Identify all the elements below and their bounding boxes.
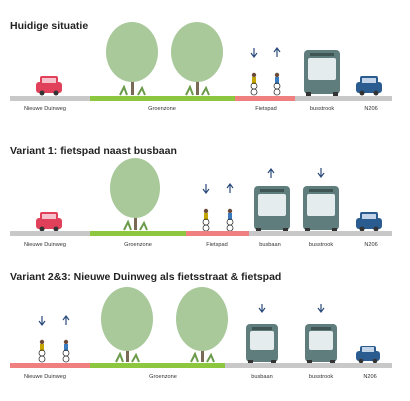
section-3-illustration	[10, 287, 392, 368]
cyclist-icon	[202, 208, 210, 232]
arrow-down-icon	[317, 304, 325, 313]
road-strip	[10, 231, 90, 236]
arrow-up-icon	[62, 315, 70, 325]
road-strip	[350, 231, 392, 236]
cyclist-icon	[62, 339, 70, 363]
section-2-title: Variant 1: fietspad naast busbaan	[10, 145, 177, 157]
bus-icon	[304, 50, 340, 96]
label-groenzone: Groenzone	[148, 106, 176, 112]
label-n206: N206	[364, 106, 378, 112]
label-groenzone: Groenzone	[124, 242, 152, 248]
section-1-cross-section: Nieuwe Duinweg Groenzone Fietspad busstr…	[0, 0, 410, 130]
bike-lane-strip	[235, 96, 295, 101]
arrow-down-icon	[317, 168, 325, 178]
label-busstrook: busstrook	[308, 374, 334, 380]
label-nieuwe-duinweg: Nieuwe Duinweg	[24, 242, 66, 248]
label-busstrook: busstrook	[309, 106, 335, 112]
bus-icon	[246, 324, 278, 364]
cyclist-icon	[250, 72, 258, 96]
cyclist-icon	[38, 339, 46, 363]
section-2-illustration	[10, 158, 392, 236]
arrow-up-icon	[267, 168, 275, 178]
arrow-up-icon	[273, 47, 281, 57]
road-strip	[10, 96, 90, 101]
green-strip	[90, 363, 225, 368]
label-busstrook: busstrook	[308, 242, 334, 248]
section-1-title: Huidige situatie	[10, 20, 89, 32]
label-nieuwe-duinweg: Nieuwe Duinweg	[24, 106, 66, 112]
arrow-down-icon	[258, 304, 266, 313]
car-icon	[36, 76, 62, 96]
car-icon	[356, 212, 382, 232]
section-3-title: Variant 2&3: Nieuwe Duinweg als fietsstr…	[10, 271, 282, 283]
arrow-down-icon	[250, 48, 258, 58]
section-1-illustration	[10, 22, 392, 101]
car-icon	[356, 76, 382, 96]
label-busbaan: busbaan	[251, 374, 273, 380]
label-nieuwe-duinweg: Nieuwe Duinweg	[24, 374, 66, 380]
road-strip	[350, 96, 392, 101]
arrow-up-icon	[226, 183, 234, 193]
cyclist-icon	[273, 72, 281, 96]
bus-icon	[254, 186, 290, 232]
tree-icon	[106, 22, 158, 96]
section-3-cross-section: Nieuwe Duinweg Groenzone busbaan busstro…	[0, 262, 410, 392]
label-fietspad: Fietspad	[255, 106, 277, 112]
bus-icon	[303, 186, 339, 232]
tree-icon	[171, 22, 223, 96]
cyclist-icon	[226, 208, 234, 232]
bus-lane-strip	[295, 96, 350, 101]
tree-icon	[101, 287, 153, 363]
arrow-down-icon	[202, 184, 210, 194]
label-busbaan: busbaan	[259, 242, 281, 248]
tree-icon	[110, 158, 160, 231]
bus-lane-strip	[225, 363, 350, 368]
bus-icon	[305, 324, 337, 364]
label-groenzone: Groenzone	[149, 374, 177, 380]
road-strip	[350, 363, 392, 368]
green-strip	[90, 96, 235, 101]
green-strip	[90, 231, 186, 236]
car-icon	[356, 346, 380, 364]
tree-icon	[176, 287, 228, 363]
label-n206: N206	[364, 242, 378, 248]
label-n206: N206	[363, 374, 377, 380]
bike-lane-strip	[186, 231, 249, 236]
bus-lane-strip	[249, 231, 350, 236]
car-icon	[36, 212, 62, 232]
section-2-cross-section: Nieuwe Duinweg Groenzone Fietspad busbaa…	[0, 130, 410, 260]
arrow-down-icon	[38, 316, 46, 326]
bike-street-strip	[10, 363, 90, 368]
label-fietspad: Fietspad	[206, 242, 228, 248]
